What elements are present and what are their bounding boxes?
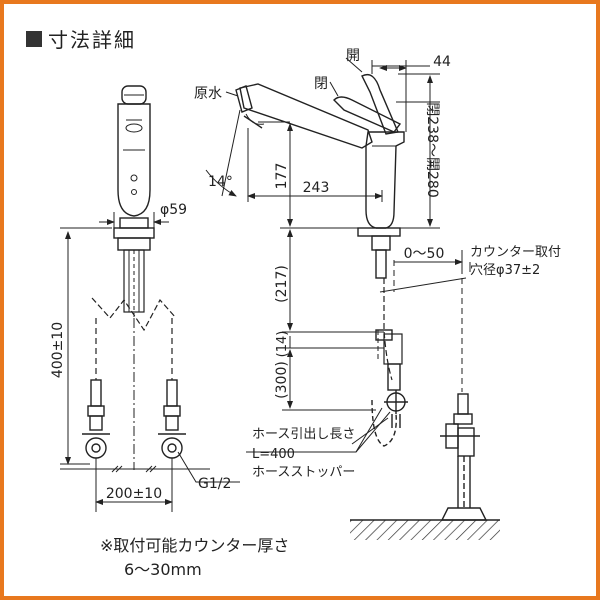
- label-300: (300): [274, 361, 290, 399]
- right-stop-valve: [158, 379, 186, 459]
- label-hose-l400: L=400: [252, 447, 295, 462]
- spout-nozzle: [235, 85, 253, 113]
- section-header: 寸法詳細: [26, 24, 136, 53]
- note-line-1: ※取付可能カウンター厚さ: [100, 536, 290, 555]
- label-243: 243: [303, 180, 330, 196]
- front-base-flange: [119, 217, 149, 229]
- label-44: 44: [433, 54, 451, 70]
- floor-hatch: [350, 520, 500, 540]
- label-400: 400±10: [50, 322, 66, 378]
- label-dia59: φ59: [160, 202, 187, 218]
- section-title: 寸法詳細: [48, 28, 136, 52]
- label-200: 200±10: [106, 486, 162, 502]
- side-view: [235, 73, 500, 540]
- note-line-2: 6～30mm: [124, 560, 202, 579]
- label-counter-hole-2: 穴径φ37±2: [470, 263, 540, 278]
- label-open: 開: [346, 48, 360, 64]
- label-closed: 閉: [314, 76, 328, 92]
- label-hose-stopper: ホースストッパー: [252, 465, 355, 480]
- counter-thickness-note: ※取付可能カウンター厚さ 6～30mm: [100, 534, 289, 582]
- lever-closed: [333, 96, 402, 133]
- label-14deg: 14°: [208, 174, 233, 190]
- front-view: [60, 85, 210, 512]
- front-break-line: [91, 297, 177, 332]
- front-faucet-body: [117, 103, 151, 217]
- label-217: (217): [274, 265, 290, 303]
- square-bullet-icon: [26, 30, 42, 47]
- hose-stopper-assembly: [371, 329, 408, 447]
- label-raw-water: 原水: [194, 86, 222, 102]
- left-stop-valve: [82, 379, 110, 459]
- spout-arm: [239, 83, 373, 149]
- label-hose-length: ホース引出し長さ: [252, 427, 355, 442]
- front-dimensions: [60, 212, 240, 505]
- label-14: (14): [275, 331, 290, 358]
- label-0-50: 0～50: [404, 246, 445, 262]
- side-stop-valve: [440, 393, 488, 521]
- label-g12: G1/2: [198, 476, 231, 492]
- lever-open: [361, 73, 399, 135]
- label-280-238: 閉238～開280: [424, 102, 440, 197]
- side-base-flange: [357, 227, 401, 237]
- label-177: 177: [274, 163, 290, 190]
- label-counter-hole-1: カウンター取付: [470, 245, 561, 260]
- side-dimensions: [205, 57, 471, 453]
- dimension-drawing: φ59 400±10 G1/2 200±10: [50, 48, 561, 540]
